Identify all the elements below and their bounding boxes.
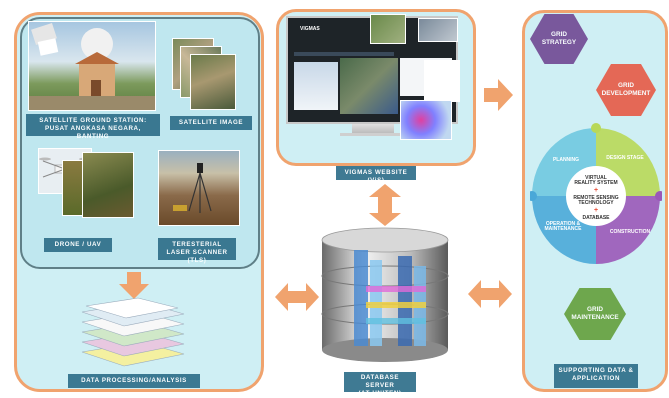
- website-thumb-heatmap: [400, 100, 452, 140]
- puzzle-center-mid: REMOTE SENSING TECHNOLOGY: [573, 195, 619, 206]
- puzzle-center-bot: DATABASE: [582, 215, 610, 221]
- puzzle-design: DESIGN STAGE: [606, 155, 644, 161]
- screen-map-2: [340, 58, 398, 114]
- arrow-down-icon: [119, 272, 149, 299]
- puzzle-diagram: PLANNING DESIGN STAGE OPERATION & MAINTE…: [527, 122, 665, 270]
- drone-label: DRONE / UAV: [44, 238, 112, 252]
- arrow-left-right-icon-left: [275, 283, 319, 311]
- tls-photo: [158, 150, 240, 226]
- arrow-left-right-icon-right: [468, 280, 512, 308]
- database-server-icon: [321, 227, 449, 362]
- screen-nav-strip: [294, 52, 394, 56]
- arrow-right-icon: [484, 79, 513, 111]
- drone-aerial-photo-2: [82, 152, 134, 218]
- ground-station-label: SATELLITE GROUND STATION: PUSAT ANGKASA …: [26, 114, 160, 140]
- puzzle-center-top: VIRTUAL REALITY SYSTEM: [574, 175, 618, 186]
- puzzle-planning: PLANNING: [552, 157, 580, 163]
- hex-grid-development-label: GRID DEVELOPMENT: [601, 82, 651, 97]
- satellite-image-photo-3: [190, 54, 236, 110]
- puzzle-plus-2: +: [593, 207, 599, 214]
- puzzle-operation: OPERATION & MAINTENANCE: [544, 221, 582, 232]
- website-thumb-1: [370, 14, 406, 44]
- hex-grid-strategy-label: GRID STRATEGY: [541, 31, 577, 46]
- ground-station-photo: [28, 21, 156, 111]
- monitor-base: [340, 133, 406, 136]
- puzzle-construction: CONSTRUCTION: [609, 229, 651, 235]
- processing-layers-graphic: [81, 297, 185, 367]
- satellite-image-label: SATELLITE IMAGE: [170, 116, 252, 130]
- website-thumb-2: [418, 18, 458, 42]
- arrow-up-down-icon: [369, 184, 401, 226]
- screen-title: VIGMAS: [300, 26, 320, 32]
- hex-grid-maintenance-label: GRID MAINTENANCE: [571, 306, 619, 321]
- puzzle-pieces-graphic: [527, 123, 665, 264]
- puzzle-plus-1: +: [593, 187, 599, 194]
- server-label: DATABASE SERVER (AT UNITEN): [344, 372, 416, 397]
- tls-label: TERESTERIAL LASER SCANNER (TLS): [158, 238, 236, 264]
- processing-label: DATA PROCESSING/ANALYSIS: [68, 374, 200, 388]
- website-label: VIGMAS WEBSITE (ViS): [336, 166, 416, 184]
- hex-grid-strategy: GRID STRATEGY: [530, 14, 588, 64]
- website-thumb-3: [424, 60, 460, 102]
- monitor-stand: [352, 124, 394, 134]
- screen-map-1: [294, 62, 338, 110]
- supporting-label: SUPPORTING DATA & APPLICATION: [554, 364, 638, 388]
